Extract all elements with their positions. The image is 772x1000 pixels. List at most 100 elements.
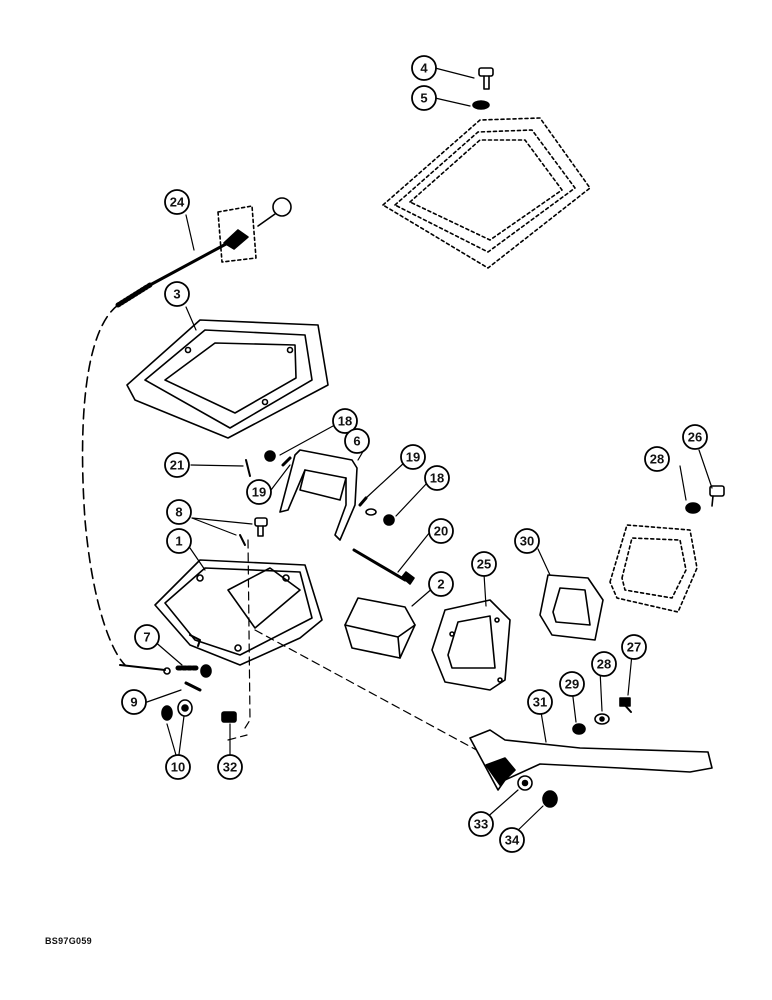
callout-21: 21 (164, 452, 190, 478)
callout-label: 18 (430, 471, 444, 486)
boot-part-2 (344, 597, 416, 659)
callout-33: 33 (468, 811, 494, 837)
callout-label: 6 (353, 434, 360, 449)
linkage-parts-7-9-10 (119, 664, 237, 723)
callout-circle (134, 624, 160, 650)
callout-32: 32 (217, 754, 243, 780)
callout-4: 4 (411, 55, 437, 81)
callout-7: 7 (134, 624, 160, 650)
shift-cable-part-24 (81, 197, 292, 666)
callout-circle (621, 634, 647, 660)
callout-label: 10 (171, 760, 185, 775)
bolt-part-4 (478, 67, 494, 90)
boot-retainer-part-3 (126, 319, 329, 439)
callout-circle (217, 754, 243, 780)
bracket-part-6 (279, 449, 358, 541)
linkage-rod-part-31 (469, 729, 713, 791)
callout-1: 1 (166, 528, 192, 554)
fastener-parts-26-28 (685, 485, 725, 514)
callout-3: 3 (164, 281, 190, 307)
callout-24: 24 (164, 189, 190, 215)
figure-code: BS97G059 (45, 936, 92, 946)
callout-circle (682, 424, 708, 450)
callout-5: 5 (411, 85, 437, 111)
callout-circle (424, 465, 450, 491)
callout-circle (644, 446, 670, 472)
callout-6: 6 (344, 428, 370, 454)
callout-circle (121, 689, 147, 715)
bolt-part-8 (239, 517, 268, 546)
callout-18: 18 (332, 408, 358, 434)
fastener-parts-18-19-21 (245, 450, 395, 526)
rod-part-20 (352, 548, 415, 585)
cover-plate-outline (609, 524, 698, 613)
callout-27: 27 (621, 634, 647, 660)
callout-circle (468, 811, 494, 837)
callout-circle (471, 551, 497, 577)
callout-label: 19 (406, 450, 420, 465)
callout-label: 31 (533, 695, 547, 710)
callout-31: 31 (527, 689, 553, 715)
callout-circle (428, 571, 454, 597)
gasket-part-25 (431, 599, 511, 691)
callout-10: 10 (165, 754, 191, 780)
callout-circle (428, 518, 454, 544)
callout-label: 30 (520, 534, 534, 549)
callout-label: 5 (420, 91, 427, 106)
callout-circle (164, 281, 190, 307)
nut-washer-parts-33-34 (517, 775, 558, 808)
washer-part-5 (472, 100, 490, 110)
callout-circle (164, 189, 190, 215)
callout-label: 7 (143, 630, 150, 645)
callout-label: 28 (650, 452, 664, 467)
seal-part-30 (539, 574, 604, 641)
callout-label: 18 (338, 414, 352, 429)
callout-circle (527, 689, 553, 715)
callout-9: 9 (121, 689, 147, 715)
callout-circle (164, 452, 190, 478)
callout-circle (411, 55, 437, 81)
callout-label: 3 (173, 287, 180, 302)
callout-label: 8 (175, 505, 182, 520)
callout-circle (499, 827, 525, 853)
callout-label: 28 (597, 657, 611, 672)
callout-label: 9 (130, 695, 137, 710)
fastener-parts-27-28-29 (572, 697, 632, 735)
callout-label: 2 (437, 577, 444, 592)
callout-19: 19 (246, 479, 272, 505)
alignment-lines (227, 539, 496, 761)
callout-circle (514, 528, 540, 554)
callout-8: 8 (166, 499, 192, 525)
callout-19: 19 (400, 444, 426, 470)
callout-label: 25 (477, 557, 491, 572)
callout-label: 20 (434, 524, 448, 539)
callout-label: 26 (688, 430, 702, 445)
callout-30: 30 (514, 528, 540, 554)
callout-label: 33 (474, 817, 488, 832)
callout-label: 34 (505, 833, 520, 848)
callout-circle (166, 528, 192, 554)
callout-28: 28 (591, 651, 617, 677)
callout-label: 32 (223, 760, 237, 775)
callout-circle (411, 85, 437, 111)
callout-20: 20 (428, 518, 454, 544)
callout-26: 26 (682, 424, 708, 450)
callout-18: 18 (424, 465, 450, 491)
callout-circle (344, 428, 370, 454)
callout-29: 29 (559, 671, 585, 697)
callout-2: 2 (428, 571, 454, 597)
callout-label: 29 (565, 677, 579, 692)
callout-label: 19 (252, 485, 266, 500)
callout-circle (166, 499, 192, 525)
callout-label: 21 (170, 458, 184, 473)
callout-circle (400, 444, 426, 470)
callout-label: 1 (175, 534, 182, 549)
console-cover-part-1 (154, 559, 323, 666)
callout-circle (332, 408, 358, 434)
floor-panel-outline (382, 117, 591, 269)
callout-label: 24 (170, 195, 185, 210)
callout-34: 34 (499, 827, 525, 853)
